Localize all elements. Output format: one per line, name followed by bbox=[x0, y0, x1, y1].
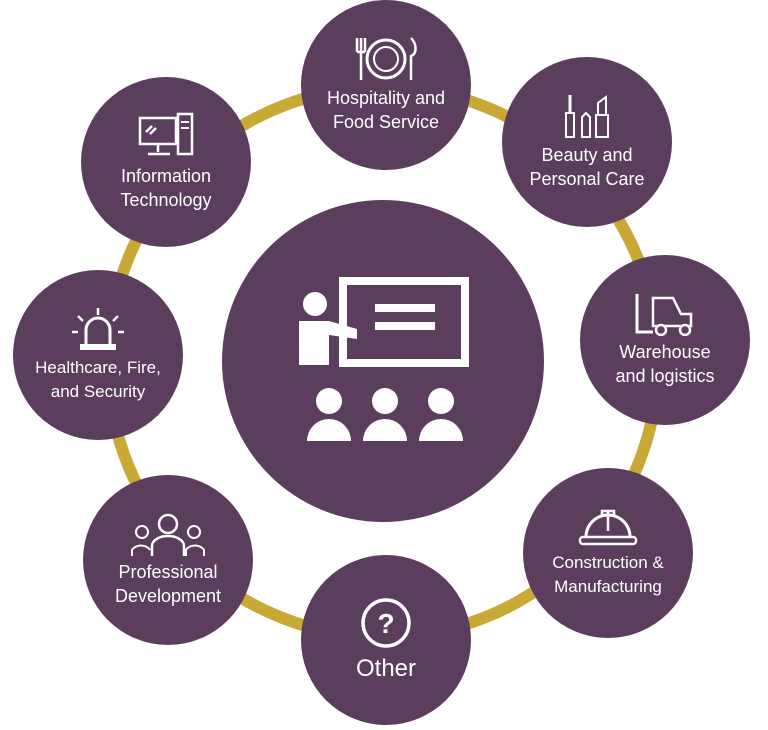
node-professional: Professional Development bbox=[83, 475, 253, 645]
node-hospitality: Hospitality and Food Service bbox=[301, 0, 471, 170]
node-label: Beauty and Personal Care bbox=[529, 145, 645, 189]
node-construction: Construction & Manufacturing bbox=[523, 468, 693, 638]
node-label: Warehouse and logistics bbox=[615, 342, 715, 386]
node-healthcare: Healthcare, Fire, and Security bbox=[13, 270, 183, 440]
node-label: Professional Development bbox=[114, 562, 222, 606]
node-other: ? Other bbox=[301, 555, 471, 725]
business-people-icon bbox=[131, 513, 205, 556]
svg-text:?: ? bbox=[377, 608, 394, 639]
center-circle bbox=[222, 200, 544, 522]
computer-icon bbox=[138, 112, 194, 156]
hard-hat-icon bbox=[578, 509, 638, 546]
node-beauty: Beauty and Personal Care bbox=[502, 57, 672, 227]
forklift-icon bbox=[635, 294, 693, 336]
node-label: Hospitality and Food Service bbox=[326, 88, 446, 132]
presentation-teacher-icon bbox=[299, 277, 469, 441]
node-information-technology: Information Technology bbox=[81, 77, 251, 247]
node-label: Healthcare, Fire, and Security bbox=[35, 358, 161, 401]
node-label: Information Technology bbox=[120, 166, 212, 210]
makeup-icon bbox=[565, 95, 609, 138]
node-label: Construction & Manufacturing bbox=[552, 553, 664, 596]
node-label: Other bbox=[355, 655, 417, 682]
node-warehouse: Warehouse and logistics bbox=[580, 255, 750, 425]
plate-cutlery-icon bbox=[355, 37, 417, 80]
question-icon: ? bbox=[361, 598, 411, 648]
siren-icon bbox=[72, 308, 124, 350]
